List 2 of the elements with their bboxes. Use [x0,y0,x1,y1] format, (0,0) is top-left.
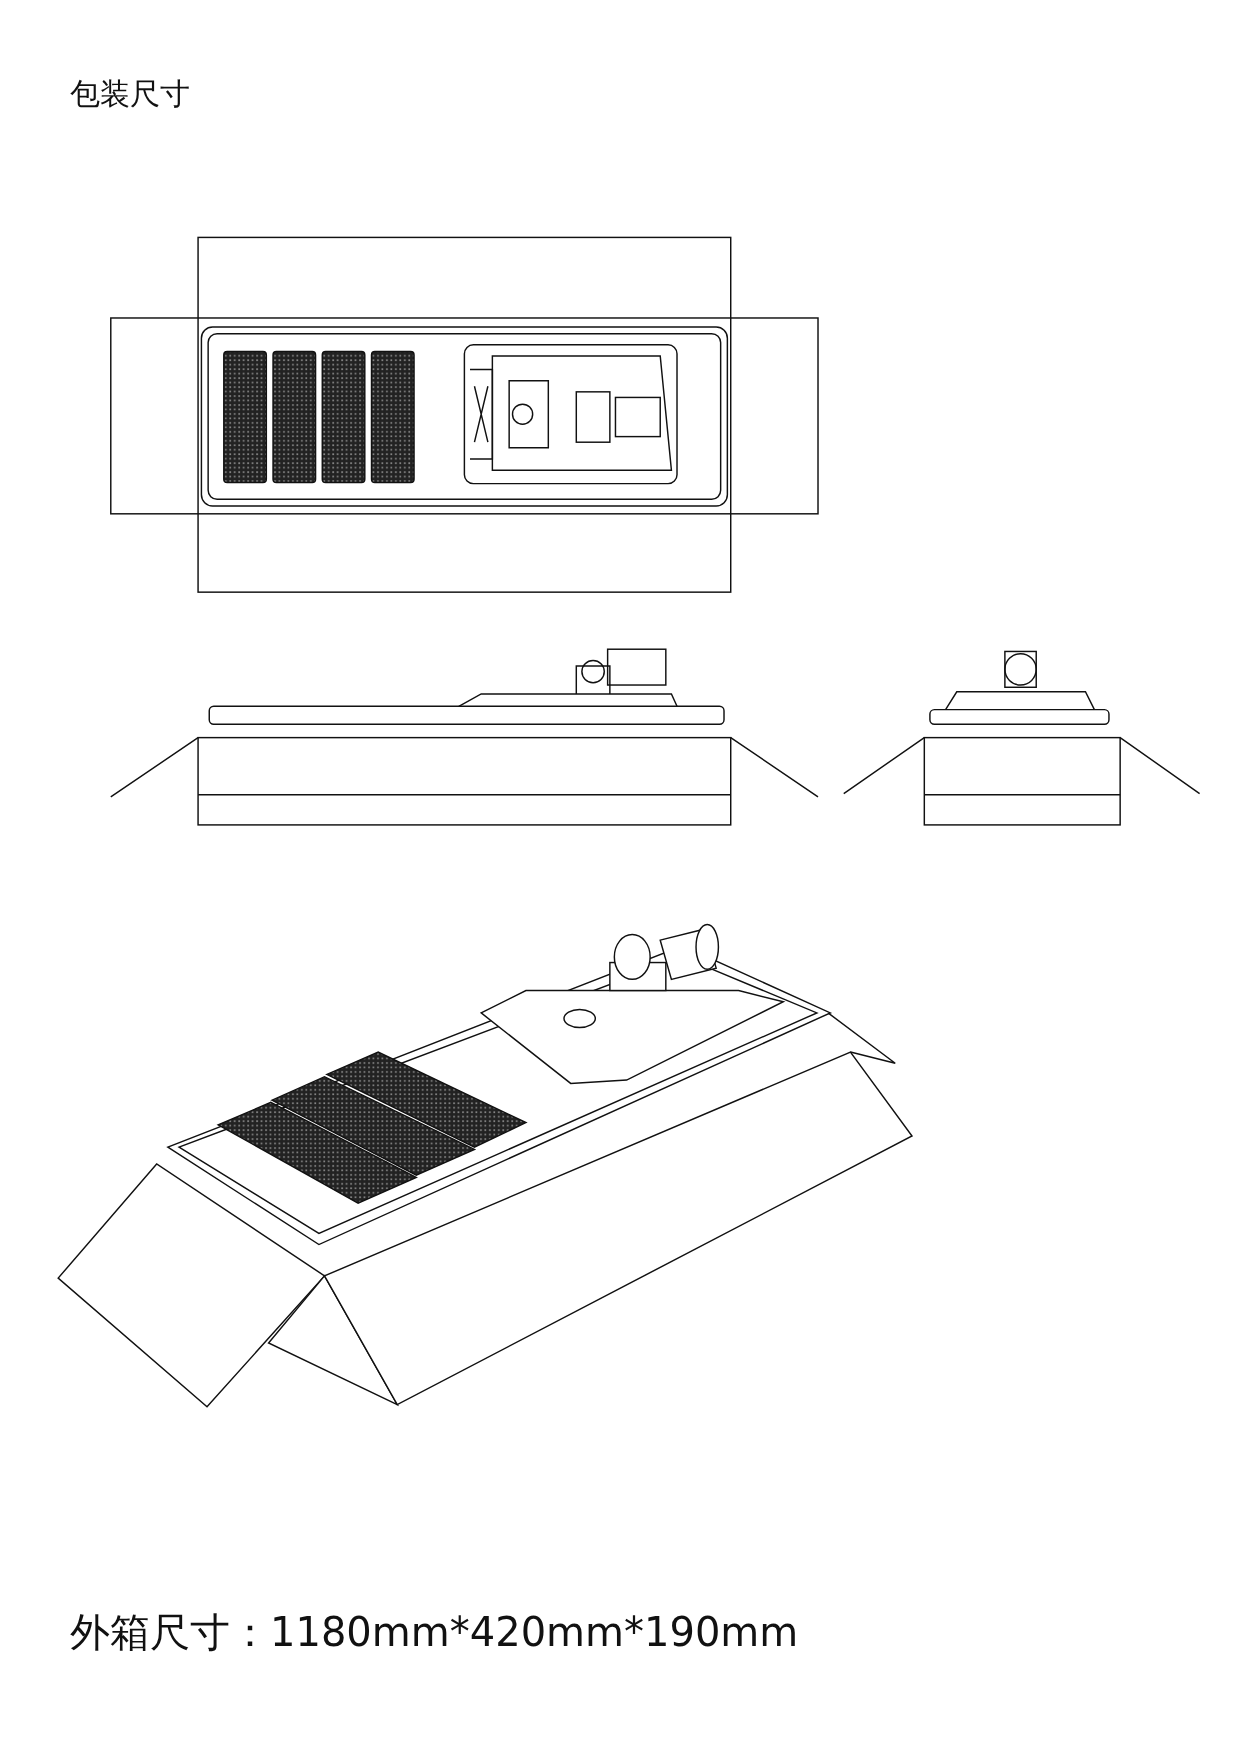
page-title: 包装尺寸 [70,75,190,113]
dimension-caption: 外箱尺寸：1180mm*420mm*190mm [70,1608,799,1657]
